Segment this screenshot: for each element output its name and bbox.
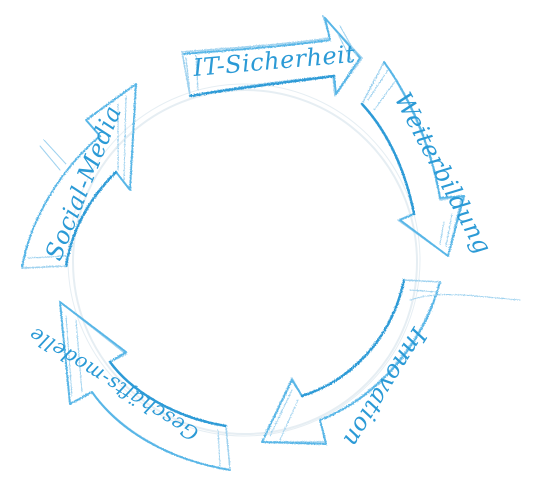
arrow-geschaeftsmodelle — [59, 301, 231, 471]
label-geschaeftsmodelle: Geschäfts-modelle — [24, 322, 202, 446]
arrow-innovation — [261, 278, 521, 445]
arrow-social-media — [21, 83, 137, 269]
arrow-weiterbildung — [360, 61, 465, 257]
label-innovation: Innovation — [337, 322, 433, 452]
label-weiterbildung: Weiterbildung — [389, 88, 498, 259]
label-social-media: Social-Media — [40, 101, 127, 264]
arrow-it-sicherheit — [181, 15, 363, 98]
